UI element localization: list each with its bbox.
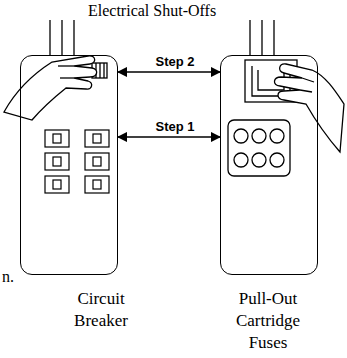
hand — [4, 56, 97, 120]
fuse — [252, 129, 266, 143]
panel-caption: Pull-Out Cartridge Fuses — [223, 288, 313, 354]
fuse — [234, 153, 248, 167]
fuse — [270, 129, 284, 143]
breaker — [45, 176, 69, 193]
step-arrow — [118, 71, 220, 73]
breaker-toggle — [53, 180, 61, 189]
fuse — [234, 129, 248, 143]
wire — [249, 20, 250, 55]
fuse-block — [228, 120, 290, 176]
finger-line — [60, 77, 74, 78]
wire — [261, 20, 262, 55]
fuse — [270, 153, 284, 167]
finger-line — [300, 90, 312, 92]
breaker — [45, 130, 69, 147]
breaker-toggle — [99, 63, 100, 78]
breaker-toggle — [53, 134, 61, 143]
breaker-toggle — [93, 180, 101, 189]
breaker-toggle — [53, 157, 61, 166]
step-label: Step 1 — [153, 120, 196, 134]
wire — [73, 20, 74, 55]
finger-line — [58, 65, 74, 66]
fuse — [252, 153, 266, 167]
breaker — [85, 153, 109, 170]
breaker-toggle — [103, 63, 104, 78]
wire — [273, 20, 274, 55]
breaker-toggle — [93, 134, 101, 143]
step-label: Step 2 — [153, 55, 196, 69]
breaker — [85, 130, 109, 147]
wire — [61, 20, 62, 55]
step-arrow — [118, 136, 220, 138]
finger-line — [302, 78, 314, 82]
wire — [49, 20, 50, 55]
panel-box: Pull-Out Cartridge Fuses — [220, 55, 318, 275]
breaker — [45, 153, 69, 170]
title: Electrical Shut-Offs — [88, 2, 216, 20]
breaker — [85, 176, 109, 193]
breaker-toggle — [93, 157, 101, 166]
panel-caption: Circuit Breaker — [63, 288, 139, 332]
cropped-text: n. — [2, 268, 14, 286]
panel-box: Circuit Breaker — [20, 55, 118, 275]
branch-breakers — [45, 130, 109, 193]
